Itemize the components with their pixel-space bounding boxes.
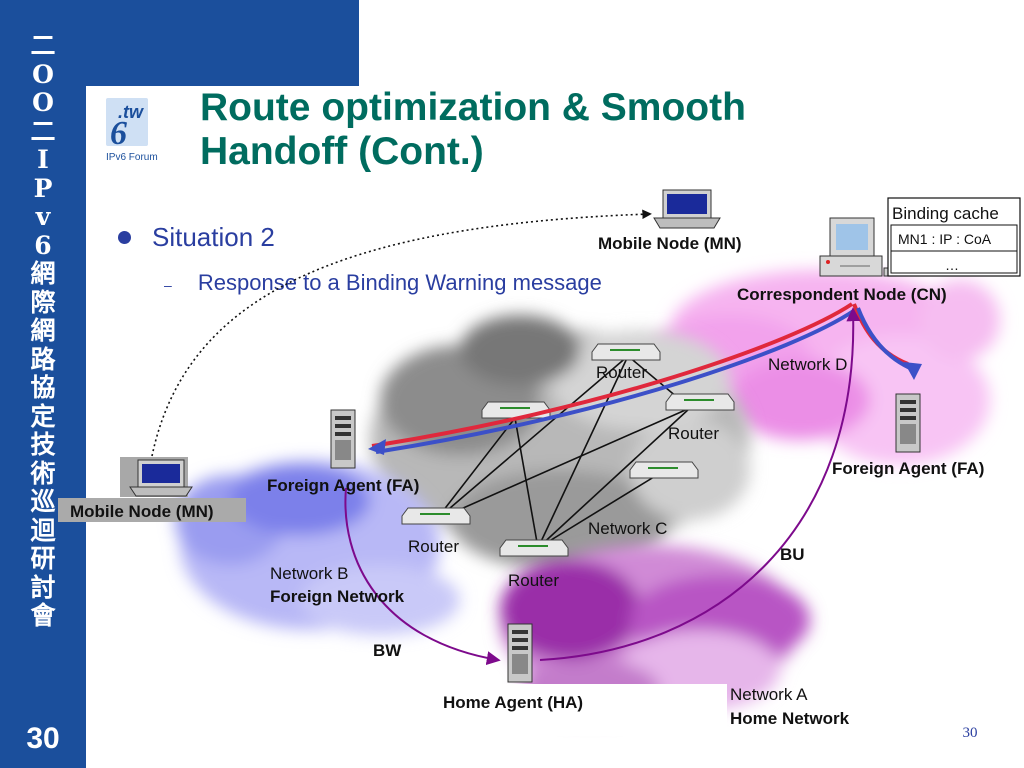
page-number: 30	[962, 725, 978, 741]
ha-label-panel	[397, 684, 727, 736]
bullet-level1-text: Situation 2	[152, 222, 275, 252]
network-a-sublabel: Home Network	[730, 709, 850, 728]
sidebar-char: O	[32, 88, 54, 117]
slide-title: Route optimization & Smooth Handoff (Con…	[200, 86, 746, 173]
sidebar-char: O	[32, 59, 54, 89]
network-b-label: Network B	[270, 564, 348, 583]
route-path-blue	[375, 308, 857, 454]
bullet-level2-text: Response to a Binding Warning message	[197, 270, 602, 295]
server-icon	[895, 393, 921, 453]
sidebar-char: 研	[30, 544, 56, 573]
sidebar-char: 巡	[30, 487, 56, 516]
bu-label: BU	[780, 545, 805, 564]
computer-icon	[819, 217, 899, 277]
sidebar-char: I	[37, 145, 49, 174]
sidebar	[0, 0, 86, 768]
router-icon	[481, 401, 551, 419]
binding-cache-table: Binding cache MN1 : IP : CoA …	[887, 197, 1021, 277]
ipv6-forum-logo: .tw 6 IPv6 Forum	[104, 96, 172, 166]
network-b-sublabel: Foreign Network	[270, 587, 405, 606]
sidebar-char: 路	[30, 344, 56, 374]
sidebar-char: 二	[30, 31, 56, 60]
router-icon	[401, 507, 471, 525]
router-label: Router	[668, 424, 719, 443]
sidebar-char: 際	[30, 287, 56, 317]
sidebar-slide-number: 30	[26, 722, 60, 755]
router-icon	[591, 343, 661, 361]
sidebar-vertical-title: 二 O O 二 I P v 6 網 際 網 路 協 定 技 術 巡 迴 研 討 …	[0, 31, 86, 631]
binding-cache-row: …	[945, 257, 959, 273]
logo-tw-text: .tw	[118, 102, 144, 122]
sidebar-char: 術	[30, 458, 56, 488]
route-path-red	[371, 302, 854, 448]
router-icon	[665, 393, 735, 411]
sidebar-char: 網	[30, 259, 56, 288]
sidebar-char: 技	[30, 430, 56, 459]
sidebar-char: 定	[30, 401, 56, 431]
bullet-level1: Situation 2	[118, 222, 275, 253]
sidebar-char: 網	[30, 316, 56, 345]
sidebar-char: 迴	[30, 515, 56, 545]
router-label: Router	[408, 537, 459, 556]
server-icon	[507, 623, 533, 683]
network-d-label: Network D	[768, 355, 847, 374]
router-icon	[629, 461, 699, 479]
router-label: Router	[508, 571, 559, 590]
binding-cache-header: Binding cache	[892, 204, 999, 223]
foreign-agent-label-left: Foreign Agent (FA)	[267, 476, 419, 495]
sidebar-char: P	[33, 173, 53, 203]
mobile-node-label-left: Mobile Node (MN)	[70, 502, 214, 521]
sidebar-char: 6	[34, 230, 52, 260]
sidebar-char: v	[35, 202, 51, 231]
laptop-icon	[120, 457, 193, 497]
logo-box	[106, 98, 148, 146]
logo-six-text: 6	[110, 115, 127, 152]
mobile-node-label-bg	[58, 498, 246, 522]
mobile-node-label-top: Mobile Node (MN)	[598, 234, 742, 253]
bw-label: BW	[373, 641, 402, 660]
sidebar-char: 協	[30, 373, 56, 402]
correspondent-node-label: Correspondent Node (CN)	[737, 285, 947, 304]
bu-arrow	[539, 307, 861, 661]
router-icon	[499, 539, 569, 557]
bw-arrow	[344, 487, 501, 666]
bullet-level2: – Response to a Binding Warning message	[164, 270, 602, 296]
router-label: Router	[596, 363, 647, 382]
foreign-agent-label-right: Foreign Agent (FA)	[832, 459, 984, 478]
network-a-label: Network A	[730, 685, 808, 704]
logo-forum-text: IPv6 Forum	[106, 152, 158, 163]
route-path-blue-right	[856, 307, 911, 370]
binding-cache-row: MN1 : IP : CoA	[898, 231, 992, 247]
bullet-dash-icon: –	[164, 277, 172, 293]
sidebar-char: 討	[30, 572, 56, 602]
header-band	[86, 0, 359, 86]
home-agent-label: Home Agent (HA)	[443, 693, 583, 712]
sidebar-char: 二	[30, 116, 56, 146]
laptop-icon	[653, 189, 721, 229]
sidebar-char: 會	[30, 601, 56, 630]
server-icon	[330, 409, 356, 469]
route-arrowhead	[368, 439, 386, 455]
bullet-dot-icon	[118, 231, 131, 244]
route-arrowhead-right	[904, 362, 922, 380]
network-c-label: Network C	[588, 519, 667, 538]
